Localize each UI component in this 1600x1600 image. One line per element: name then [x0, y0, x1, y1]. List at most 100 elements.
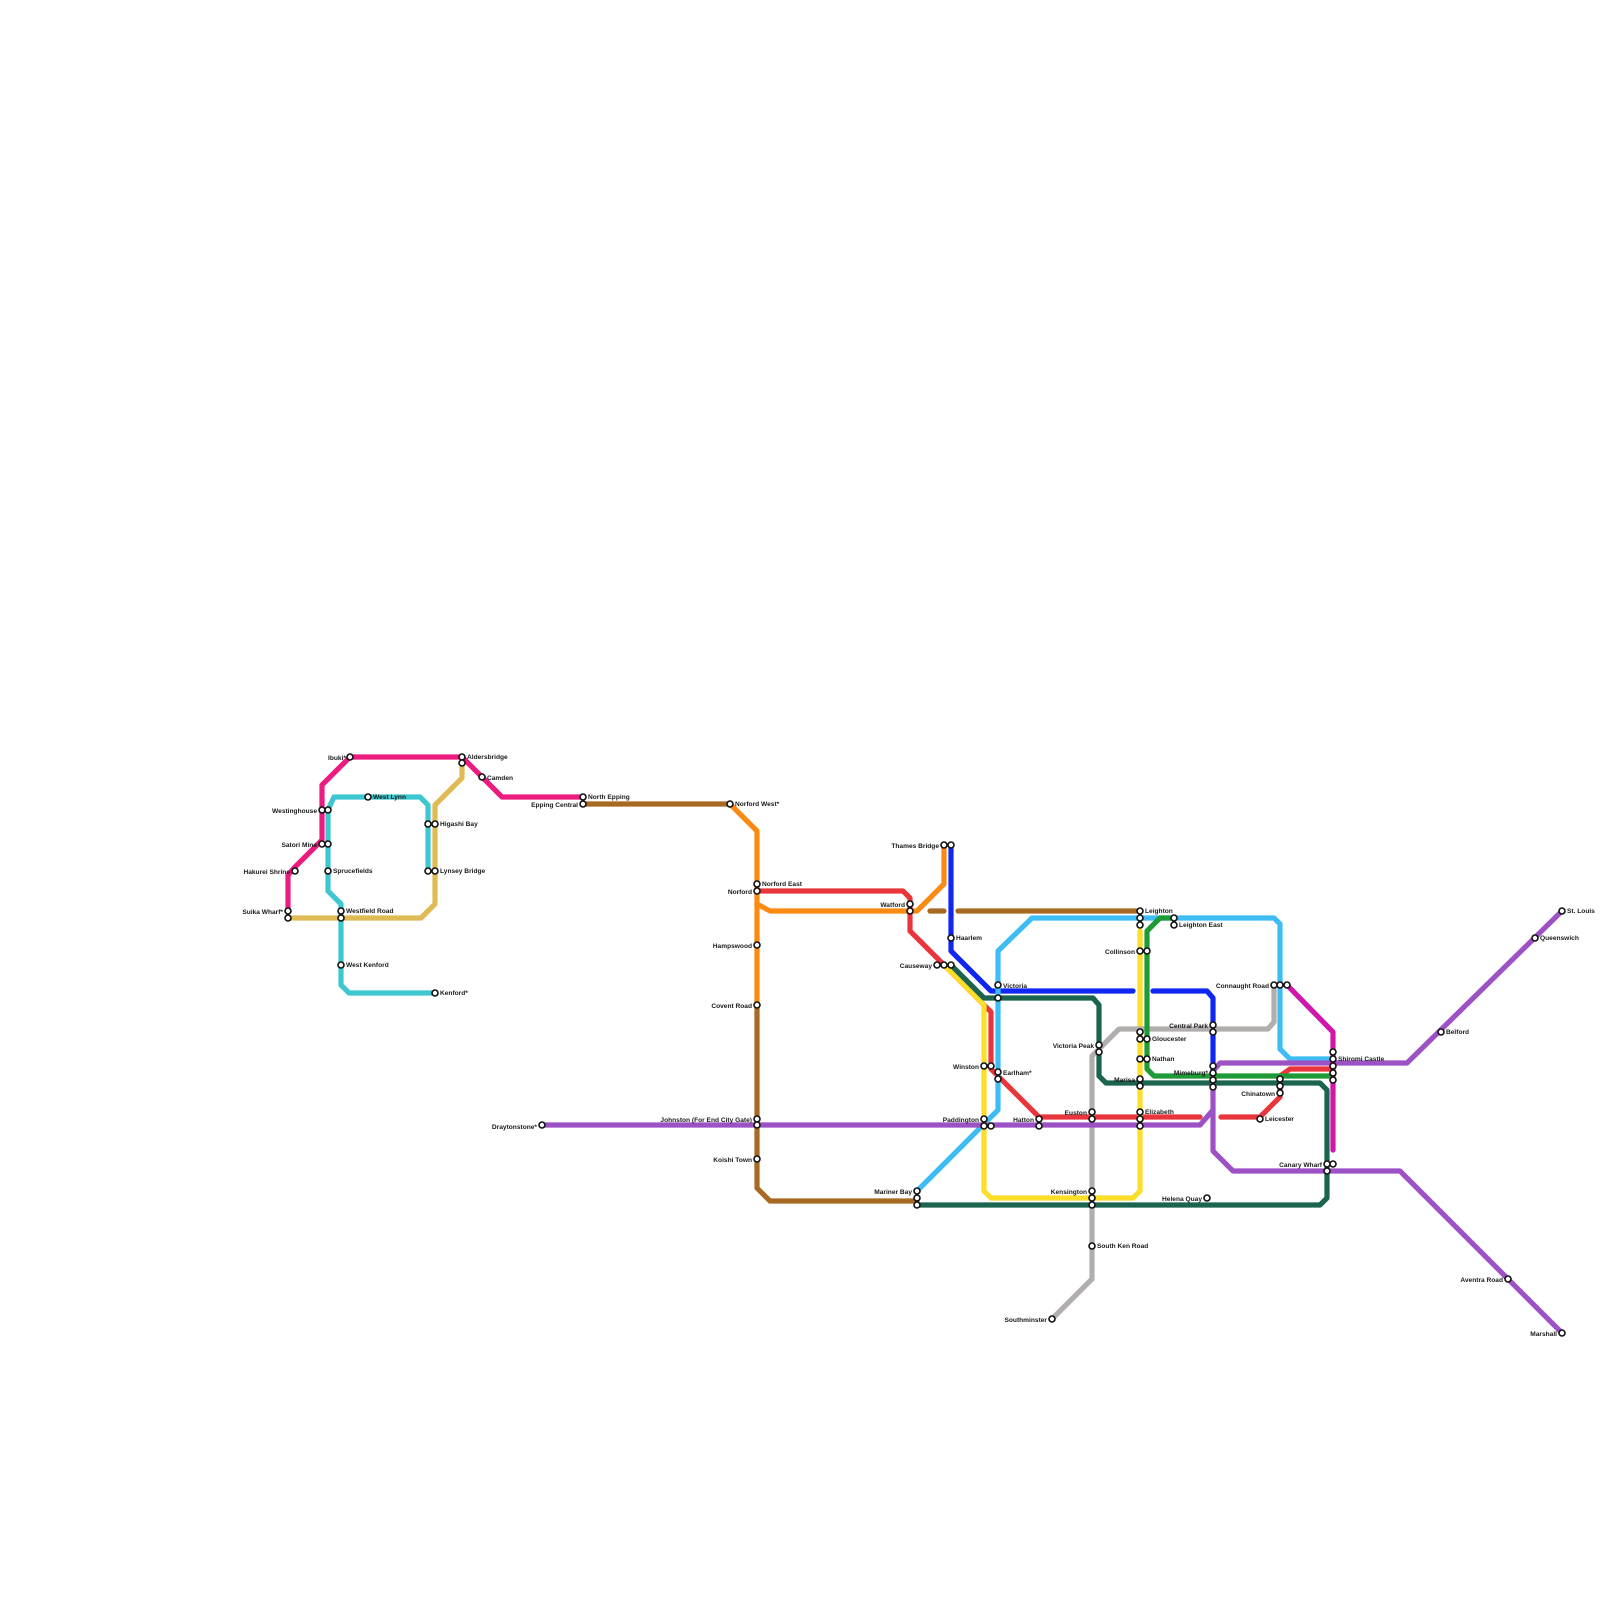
station-hakurei-shrine[interactable] [291, 867, 299, 875]
station-marker[interactable] [1136, 1075, 1144, 1083]
station-gloucester[interactable] [1136, 1028, 1151, 1043]
station-marker[interactable] [1558, 907, 1566, 915]
station-winston[interactable] [980, 1062, 995, 1070]
station-marker[interactable] [1035, 1115, 1043, 1123]
station-marker[interactable] [1088, 1242, 1096, 1250]
station-marker[interactable] [538, 1121, 546, 1129]
station-marker[interactable] [1276, 1089, 1284, 1097]
station-marker[interactable] [1136, 921, 1144, 929]
station-marker[interactable] [913, 1201, 921, 1209]
station-marker[interactable] [458, 759, 466, 767]
station-leighton[interactable] [1136, 907, 1144, 929]
station-marker[interactable] [291, 867, 299, 875]
station-north-epping[interactable] [579, 793, 587, 801]
station-marker[interactable] [940, 841, 948, 849]
station-west-lynn[interactable] [364, 793, 372, 801]
station-marker[interactable] [947, 934, 955, 942]
station-marker[interactable] [994, 1075, 1002, 1083]
station-marker[interactable] [1558, 1329, 1566, 1337]
station-marker[interactable] [1048, 1315, 1056, 1323]
station-marker[interactable] [1143, 947, 1151, 955]
station-marker[interactable] [1276, 1082, 1284, 1090]
station-marker[interactable] [1283, 981, 1291, 989]
station-mariner-bay[interactable] [913, 1187, 921, 1209]
station-southminster[interactable] [1048, 1315, 1056, 1323]
station-ibuki[interactable] [346, 753, 354, 761]
station-norford-east[interactable] [753, 880, 761, 888]
station-marker[interactable] [1088, 1187, 1096, 1195]
station-marker[interactable] [1170, 914, 1178, 922]
station-belford[interactable] [1437, 1028, 1445, 1036]
station-marker[interactable] [1437, 1028, 1445, 1036]
station-victoria-peak[interactable] [1095, 1041, 1103, 1056]
station-covent-road[interactable] [753, 1001, 761, 1009]
station-victoria[interactable] [994, 981, 1002, 1002]
station-marker[interactable] [906, 907, 914, 915]
station-marker[interactable] [1095, 1048, 1103, 1056]
station-queenswich[interactable] [1531, 934, 1539, 942]
station-marker[interactable] [987, 1122, 995, 1130]
station-canary-wharf[interactable] [1323, 1160, 1337, 1175]
station-marker[interactable] [994, 981, 1002, 989]
station-marker[interactable] [337, 961, 345, 969]
station-marisa[interactable] [1136, 1075, 1144, 1090]
station-marker[interactable] [364, 793, 372, 801]
station-marker[interactable] [1088, 1194, 1096, 1202]
station-marker[interactable] [1136, 1115, 1144, 1123]
station-marker[interactable] [947, 961, 955, 969]
station-marker[interactable] [980, 1122, 988, 1130]
station-marker[interactable] [1209, 1021, 1217, 1029]
station-satori-mine[interactable] [318, 840, 332, 848]
station-marker[interactable] [431, 820, 439, 828]
station-marker[interactable] [431, 989, 439, 997]
station-marker[interactable] [1170, 921, 1178, 929]
station-marker[interactable] [1209, 1062, 1217, 1070]
station-westfield-road[interactable] [337, 907, 345, 922]
station-marker[interactable] [980, 1115, 988, 1123]
station-lynsey-bridge[interactable] [424, 867, 439, 875]
station-marker[interactable] [1203, 1194, 1211, 1202]
station-marker[interactable] [324, 867, 332, 875]
station-helena-quay[interactable] [1203, 1194, 1211, 1202]
station-marker[interactable] [1136, 907, 1144, 915]
station-marker[interactable] [324, 840, 332, 848]
station-marker[interactable] [987, 1062, 995, 1070]
station-marker[interactable] [318, 840, 326, 848]
station-marker[interactable] [933, 961, 941, 969]
station-marker[interactable] [1088, 1115, 1096, 1123]
station-mimeburg[interactable] [1209, 1062, 1217, 1091]
station-marker[interactable] [753, 1121, 761, 1129]
station-kensington[interactable] [1088, 1187, 1096, 1209]
station-marker[interactable] [458, 753, 466, 761]
station-causeway[interactable] [933, 961, 955, 969]
station-thames-bridge[interactable] [940, 841, 955, 849]
station-marker[interactable] [1276, 981, 1284, 989]
station-draytonstone[interactable] [538, 1121, 546, 1129]
station-koishi-town[interactable] [753, 1155, 761, 1163]
station-marker[interactable] [1136, 1122, 1144, 1130]
station-st-louis[interactable] [1558, 907, 1566, 915]
station-marker[interactable] [753, 941, 761, 949]
station-marker[interactable] [1209, 1069, 1217, 1077]
station-marker[interactable] [346, 753, 354, 761]
station-marker[interactable] [1035, 1122, 1043, 1130]
station-marker[interactable] [1136, 1082, 1144, 1090]
station-marker[interactable] [424, 867, 432, 875]
station-hatton[interactable] [1035, 1115, 1043, 1130]
station-marker[interactable] [753, 1001, 761, 1009]
station-earlham[interactable] [994, 1068, 1002, 1083]
station-hampswood[interactable] [753, 941, 761, 949]
station-marker[interactable] [424, 820, 432, 828]
station-norford-west[interactable] [726, 800, 734, 808]
station-marker[interactable] [579, 793, 587, 801]
station-marker[interactable] [324, 806, 332, 814]
station-marker[interactable] [1329, 1062, 1337, 1070]
station-marker[interactable] [1209, 1028, 1217, 1036]
station-marker[interactable] [1209, 1083, 1217, 1091]
station-marker[interactable] [337, 914, 345, 922]
station-marker[interactable] [284, 914, 292, 922]
station-leicester[interactable] [1256, 1115, 1264, 1123]
station-norford[interactable] [753, 887, 761, 895]
station-marker[interactable] [1095, 1041, 1103, 1049]
station-leighton-east[interactable] [1170, 914, 1178, 929]
